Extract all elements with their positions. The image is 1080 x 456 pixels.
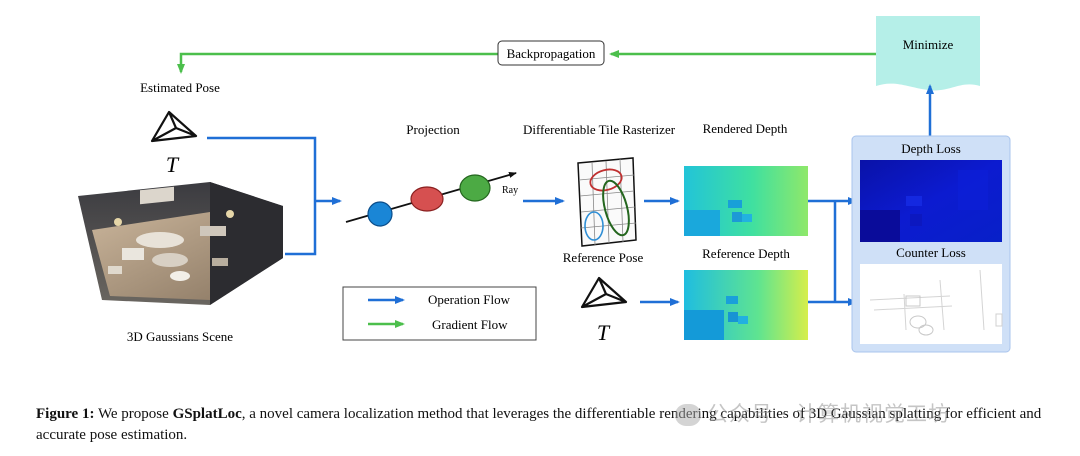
watermark-text: 公众号 · 计算机视觉工坊	[707, 402, 951, 426]
caption-method-name: GSplatLoc	[172, 406, 242, 422]
rendered-depth-image	[684, 166, 808, 236]
reference-pose-camera-icon	[580, 276, 628, 309]
minimize-label: Minimize	[903, 37, 954, 52]
legend-box	[342, 286, 537, 341]
backpropagation-box	[497, 40, 605, 66]
scene-label: 3D Gaussians Scene	[127, 329, 233, 344]
diagram-canvas: Backpropagation Minimize Estimated Pose …	[78, 16, 1011, 353]
minimize-shape	[876, 16, 980, 91]
legend-gradient-label: Gradient Flow	[432, 317, 508, 332]
depth-loss-label: Depth Loss	[901, 141, 961, 156]
reference-depth-label: Reference Depth	[702, 246, 790, 261]
projection-label: Projection	[406, 122, 460, 137]
rasterizer-label: Differentiable Tile Rasterizer	[523, 122, 676, 137]
scene-image	[78, 182, 283, 305]
counter-loss-label: Counter Loss	[896, 245, 966, 260]
estimated-pose-label: Estimated Pose	[140, 80, 220, 95]
caption-pre-text: We propose	[94, 406, 173, 422]
estimated-pose-camera-icon	[150, 110, 198, 143]
input-merge-arrows	[207, 136, 342, 256]
caption-figure-number: Figure 1:	[36, 406, 95, 422]
caption-post-text: , a novel camera localization method tha…	[36, 406, 1042, 443]
ray-label: Ray	[502, 185, 518, 196]
gaussian-blue-icon	[367, 201, 393, 227]
wechat-icon	[675, 404, 701, 426]
reference-pose-label: Reference Pose	[563, 250, 644, 265]
reference-pose-T-label: T	[597, 320, 611, 345]
counter-loss-image	[860, 264, 1003, 344]
reference-depth-image	[684, 270, 808, 340]
gaussian-red-icon	[410, 186, 444, 212]
estimated-pose-T-label: T	[166, 152, 180, 177]
watermark: 公众号 · 计算机视觉工坊	[675, 398, 950, 428]
legend-operation-label: Operation Flow	[428, 292, 511, 307]
backpropagation-label: Backpropagation	[507, 46, 596, 61]
rasterizer-grid-icon	[577, 157, 637, 247]
depth-loss-image	[860, 160, 1002, 242]
depths-to-loss-arrows	[808, 197, 858, 306]
figure-caption: Figure 1: We propose GSplatLoc, a novel …	[36, 404, 1056, 446]
rendered-depth-label: Rendered Depth	[703, 121, 788, 136]
gaussian-green-icon	[459, 174, 491, 202]
